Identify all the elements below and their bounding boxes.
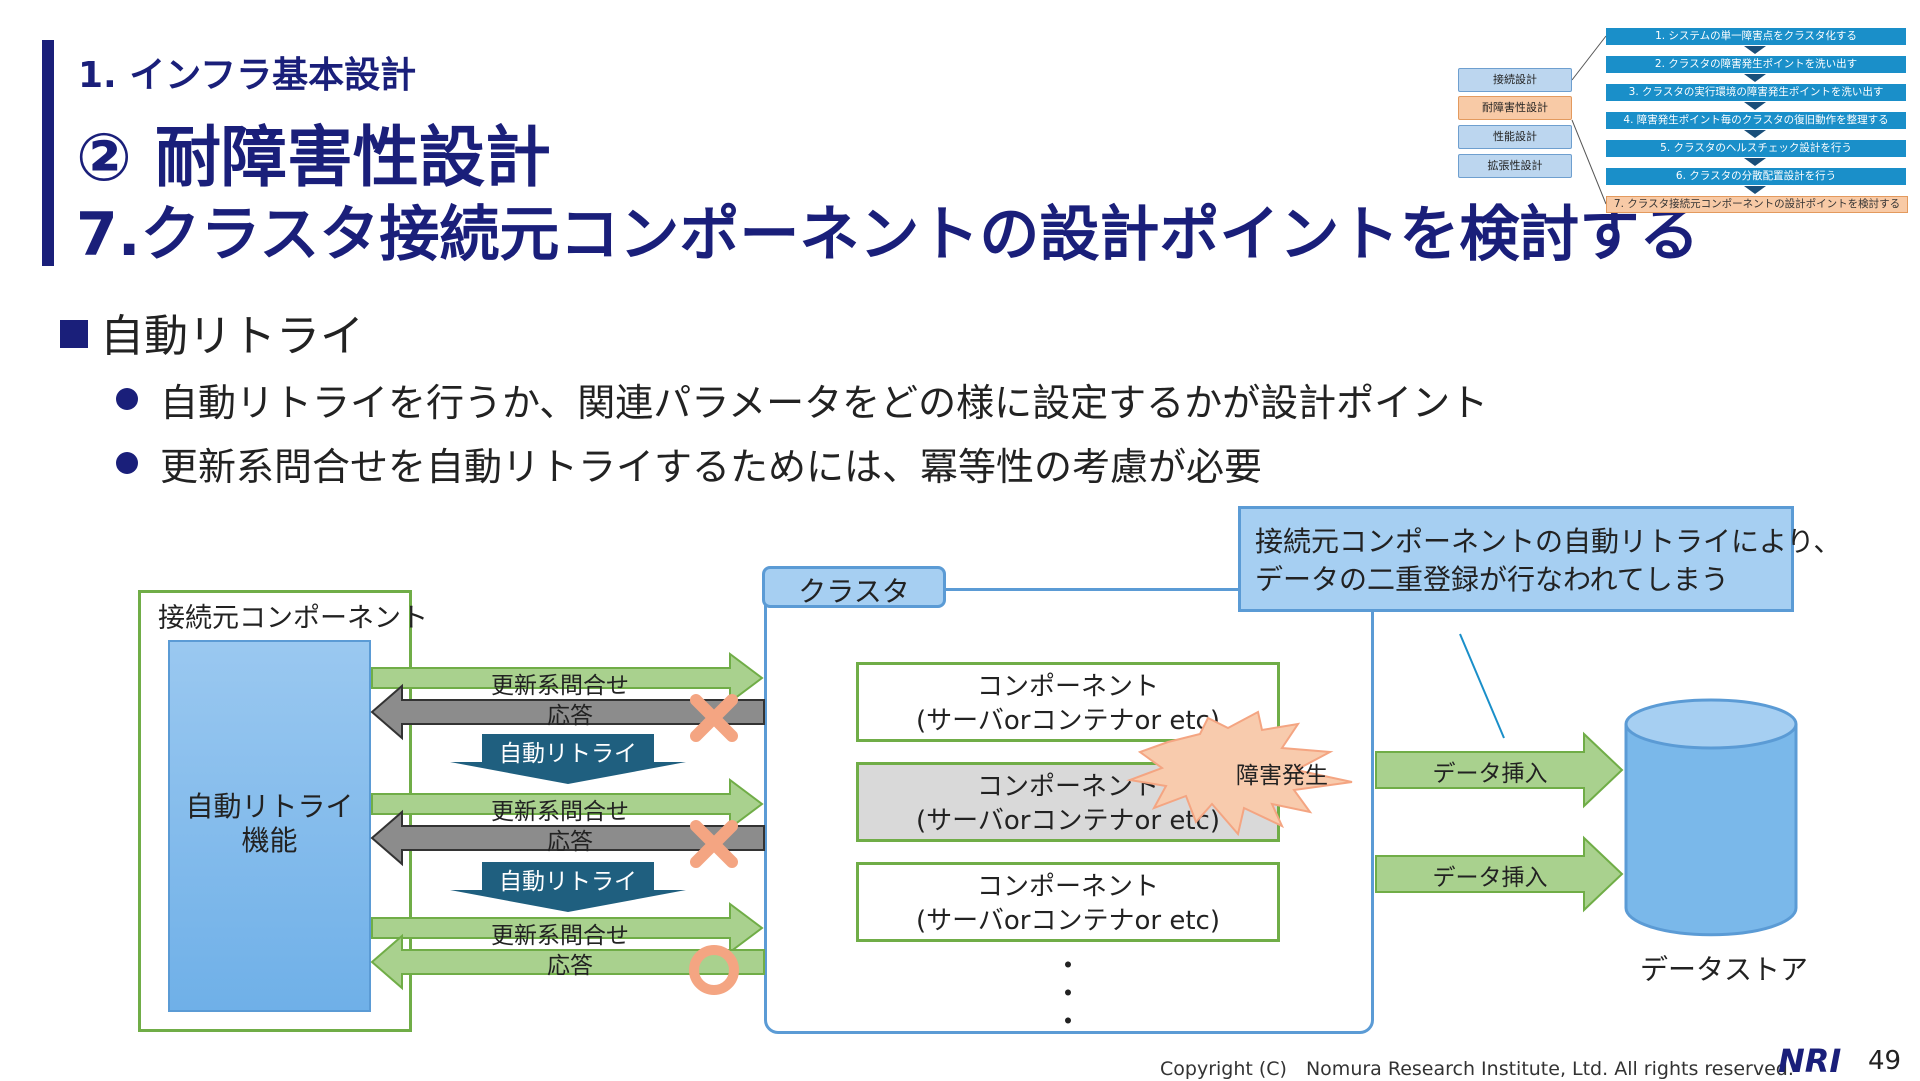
page-title: ② 耐障害性設計 <box>76 119 551 196</box>
auto-retry-arrow <box>450 862 686 912</box>
heading-square-icon <box>60 320 88 348</box>
bullet-item-2: 更新系問合せを自動リトライするためには、冪等性の考慮が必要 <box>160 445 1263 489</box>
auto-retry-feature-line1: 自動リトライ <box>185 790 354 823</box>
response-arrow-label: 応答 <box>547 953 593 979</box>
nri-logo: NRI <box>1778 1042 1842 1080</box>
response-arrow-label: 応答 <box>547 829 593 855</box>
component-label: コンポーネント <box>976 772 1159 802</box>
callout-pointer <box>1459 633 1505 739</box>
response-arrow-label: 応答 <box>547 703 593 729</box>
continuation-dot: ・ <box>1054 977 1083 1010</box>
nav-category-performance[interactable]: 性能設計 <box>1458 125 1572 149</box>
failure-label: 障害発生 <box>1236 763 1328 789</box>
datastore-cylinder-icon <box>1624 698 1798 937</box>
double-registration-callout: 接続元コンポーネントの自動リトライにより、 データの二重登録が行なわれてしまう <box>1238 506 1842 612</box>
datastore-label: データストア <box>1640 953 1809 986</box>
nav-category-fault-tolerance[interactable]: 耐障害性設計 <box>1458 96 1572 120</box>
request-arrow <box>371 778 764 830</box>
nav-category-scalability[interactable]: 拡張性設計 <box>1458 154 1572 178</box>
auto-retry-arrow-label: 自動リトライ <box>499 869 637 895</box>
request-arrow-label: 更新系問合せ <box>491 799 629 825</box>
component-box-3: コンポーネント (サーバorコンテナor etc) <box>856 862 1280 942</box>
auto-retry-arrow <box>450 734 686 784</box>
component-sublabel: (サーバorコンテナor etc) <box>916 806 1220 836</box>
insert-arrow <box>1375 731 1624 809</box>
success-circle-icon <box>689 945 739 995</box>
cluster-tab <box>762 566 946 608</box>
nav-step-7[interactable]: 7. クラスタ接続元コンポーネントの設計ポイントを検討する <box>1606 196 1908 213</box>
request-arrow-label: 更新系問合せ <box>491 923 629 949</box>
request-arrow <box>371 902 764 954</box>
bullet-item-1: 自動リトライを行うか、関連パラメータをどの様に設定するかが設計ポイント <box>160 381 1489 425</box>
title-accent-bar <box>42 40 54 266</box>
bullet-dot-icon <box>116 388 138 410</box>
component-sublabel: (サーバorコンテナor etc) <box>916 906 1220 936</box>
nav-step-5[interactable]: 5. クラスタのヘルスチェック設計を行う <box>1606 140 1906 157</box>
nav-step-4[interactable]: 4. 障害発生ポイント毎のクラスタの復旧動作を整理する <box>1606 112 1906 129</box>
bullet-dot-icon <box>116 452 138 474</box>
auto-retry-arrow-label: 自動リトライ <box>499 741 637 767</box>
continuation-dot: ・ <box>1054 1005 1083 1038</box>
fail-x-icon <box>690 694 738 742</box>
client-component-label: 接続元コンポーネント <box>158 603 428 634</box>
callout-line2: データの二重登録が行なわれてしまう <box>1255 563 1729 596</box>
nav-step-6[interactable]: 6. クラスタの分散配置設計を行う <box>1606 168 1906 185</box>
page-number: 49 <box>1868 1046 1902 1076</box>
request-arrow <box>371 652 764 704</box>
auto-retry-feature-box <box>168 640 371 1012</box>
component-box-1: コンポーネント (サーバorコンテナor etc) <box>856 662 1280 742</box>
nav-step-chevrons <box>1744 46 1766 194</box>
request-arrow-label: 更新系問合せ <box>491 673 629 699</box>
page-subtitle: 7.クラスタ接続元コンポーネントの設計ポイントを検討する <box>76 200 1700 270</box>
cluster-label: クラスタ <box>798 575 910 608</box>
section-label: 1. インフラ基本設計 <box>78 55 417 96</box>
nav-category-connection[interactable]: 接続設計 <box>1458 68 1572 92</box>
failure-burst-icon <box>1126 710 1353 837</box>
nav-step-2[interactable]: 2. クラスタの障害発生ポイントを洗い出す <box>1606 56 1906 73</box>
fail-x-icon <box>690 820 738 868</box>
component-label: コンポーネント <box>976 872 1159 902</box>
response-arrow-success <box>370 933 765 991</box>
nav-connector-lines <box>1571 35 1607 205</box>
nav-step-3[interactable]: 3. クラスタの実行環境の障害発生ポイントを洗い出す <box>1606 84 1906 101</box>
insert-arrow-label: データ挿入 <box>1432 761 1548 787</box>
auto-retry-feature-label: 自動リトライ 機能 <box>168 790 371 858</box>
continuation-dot: ・ <box>1054 949 1083 982</box>
component-sublabel: (サーバorコンテナor etc) <box>916 706 1220 736</box>
auto-retry-feature-line2: 機能 <box>241 824 298 857</box>
cluster-frame <box>764 588 1374 1034</box>
copyright-text: Copyright (C) Nomura Research Institute,… <box>1160 1058 1794 1080</box>
callout-line1: 接続元コンポーネントの自動リトライにより、 <box>1255 525 1842 558</box>
content-heading: 自動リトライ <box>100 311 364 362</box>
component-label: コンポーネント <box>976 672 1159 702</box>
nav-step-1[interactable]: 1. システムの単一障害点をクラスタ化する <box>1606 28 1906 45</box>
insert-arrow <box>1375 835 1624 913</box>
insert-arrow-label: データ挿入 <box>1432 865 1548 891</box>
